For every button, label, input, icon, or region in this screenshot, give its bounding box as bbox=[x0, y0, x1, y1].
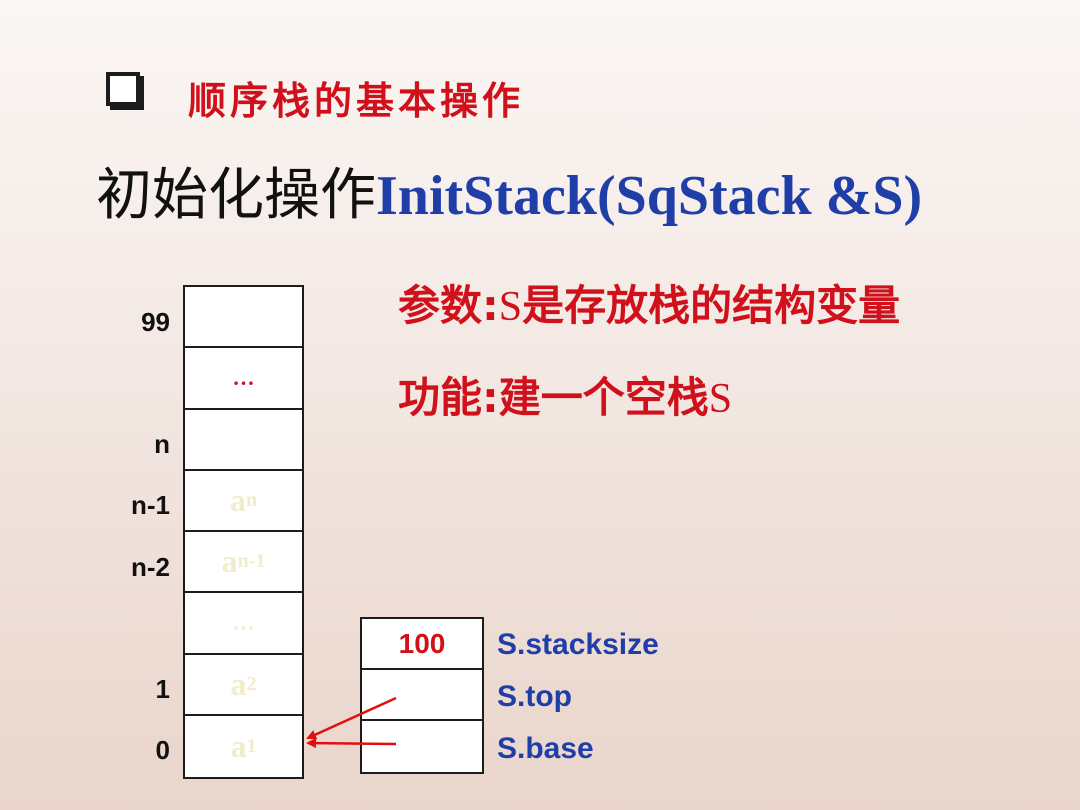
operation-title: 初始化操作InitStack(SqStack &S) bbox=[96, 165, 923, 227]
top-pointer-arrow bbox=[306, 696, 397, 740]
stack-cell bbox=[185, 287, 302, 349]
struct-label-top: S.top bbox=[497, 680, 572, 713]
stack-index: n-2 bbox=[131, 552, 170, 582]
operation-title-cn: 初始化操作 bbox=[96, 163, 376, 228]
param-description: 参数:S是存放栈的结构变量 bbox=[398, 272, 900, 333]
base-pointer-arrow bbox=[306, 738, 397, 749]
struct-field-top bbox=[362, 670, 482, 721]
func-var: S bbox=[708, 376, 733, 422]
stack-index: 1 bbox=[155, 674, 170, 704]
struct-field-stacksize: 100 bbox=[362, 619, 482, 670]
stack-index: 99 bbox=[141, 307, 170, 337]
param-var: S bbox=[498, 284, 523, 330]
struct-label-base: S.base bbox=[497, 732, 594, 765]
param-text: 是存放栈的结构变量 bbox=[522, 281, 901, 330]
stack-index: 0 bbox=[155, 735, 170, 765]
stack-index: n-1 bbox=[131, 490, 170, 520]
function-description: 功能:建一个空栈S bbox=[398, 364, 732, 425]
struct-label-stacksize: S.stacksize bbox=[497, 628, 659, 661]
stack-cell bbox=[185, 410, 302, 471]
func-prefix: 功能:建一个空栈 bbox=[398, 373, 709, 422]
stack-cell: … bbox=[185, 593, 302, 655]
param-prefix: 参数: bbox=[398, 281, 499, 330]
sqstack-struct: 100 bbox=[360, 617, 484, 774]
checkbox-bullet-icon bbox=[106, 72, 140, 106]
operation-signature: InitStack(SqStack &S) bbox=[376, 165, 923, 227]
stack-index: n bbox=[154, 429, 170, 459]
stack-cell: … bbox=[185, 348, 302, 410]
section-heading: 顺序栈的基本操作 bbox=[188, 79, 525, 123]
